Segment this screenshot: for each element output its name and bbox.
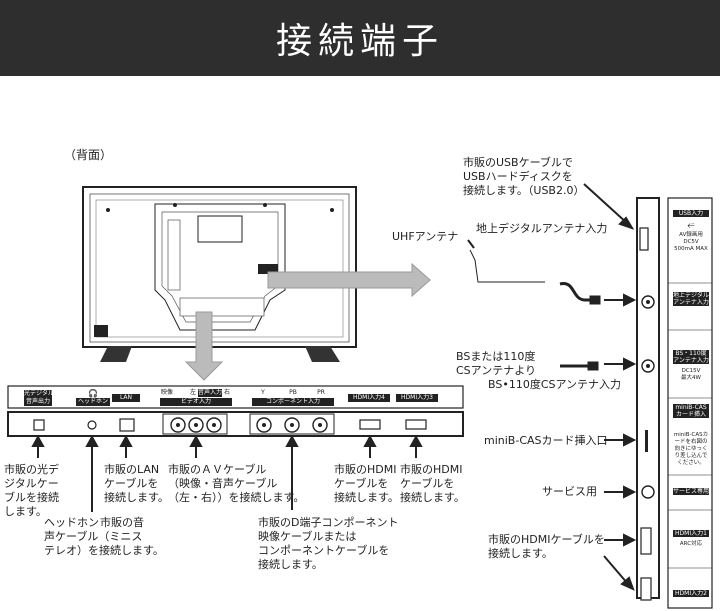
hdmi3-note-1: 市販のHDMI <box>400 463 463 476</box>
component-input-label: コンポーネント入力 <box>252 398 334 406</box>
hdmi4-note-3: 接続します。 <box>334 491 399 504</box>
side-hdmi1-sub: ARC対応 <box>679 541 703 547</box>
optical-note-2: ジタルケー <box>4 477 59 490</box>
usb-note-line1: 市販のUSBケーブルで <box>463 156 573 169</box>
service-port-label: サービス用 <box>542 485 597 498</box>
optical-label-1: 光デジタル <box>24 390 54 398</box>
bs-note-line2: CSアンテナより <box>456 364 537 377</box>
headphone-note-cont: 市販の音 <box>100 516 144 529</box>
gray-arrow-right <box>267 262 431 298</box>
audio-input-label: 音声入力 <box>198 389 223 397</box>
bottom-terminal-panel <box>7 411 464 437</box>
bs-note-line1: BSまたは110度 <box>456 350 536 363</box>
side-hdmi1: HDMI入力1 <box>673 530 709 537</box>
av-note-3: （左・右））を接続します。 <box>168 491 305 504</box>
side-terrestrial-2: アンテナ入力 <box>673 299 709 306</box>
headphone-note-2: 声ケーブル（ミニス <box>44 530 143 543</box>
optical-label-2: 音声出力 <box>24 398 52 406</box>
hdmi3-note-2: ケーブルを <box>400 477 455 490</box>
side-cas-spec-5: ください。 <box>677 460 705 466</box>
side-bs-title-2: アンテナ入力 <box>673 357 709 364</box>
usb-note-line2: USBハードディスクを <box>463 170 573 183</box>
hdmi-note-line1: 市販のHDMIケーブルを <box>488 533 605 546</box>
side-usb-spec-3: 500mA MAX <box>674 246 708 252</box>
video-label: 映像 <box>160 389 173 396</box>
side-cas-spec-4: り差し込んで <box>674 453 708 459</box>
av-note-2: （映像・音声ケーブル <box>168 477 278 490</box>
side-bs-spec-1: DC15V <box>681 368 701 374</box>
side-usb-title: USB入力 <box>673 210 709 217</box>
component-note-4: 接続します。 <box>258 558 323 571</box>
side-usb-spec-1: AV録画用 <box>679 232 703 238</box>
side-hdmi2: HDMI入力2 <box>673 590 709 597</box>
optical-note-4: します。 <box>4 505 47 518</box>
usb-icon: ⭁ <box>687 221 695 231</box>
headphone-icon: 🎧 <box>88 389 98 398</box>
side-cas-spec-3: 向きにゆっく <box>674 446 708 452</box>
component-y-label: Y <box>261 389 265 396</box>
component-note-1: 市販のD端子コンポーネント <box>258 516 399 529</box>
lan-label: LAN <box>112 394 140 402</box>
side-usb-spec-2: DC5V <box>683 239 699 245</box>
left-label: 左 <box>189 389 196 396</box>
headphone-note-3: テレオ）を接続します。 <box>44 544 164 557</box>
rear-label: （背面） <box>64 148 113 162</box>
hdmi4-label: HDMI入力4 <box>348 394 390 402</box>
side-terminal-panel <box>636 197 660 601</box>
side-cas-spec-1: miniB-CASカ <box>673 432 709 438</box>
cas-slot-label: miniB-CASカード挿入口 <box>484 434 608 447</box>
component-pb-label: PB <box>289 389 297 396</box>
side-service: サービス専用 <box>673 488 710 495</box>
side-cas-title-2: カード挿入 <box>673 411 709 418</box>
hdmi3-label: HDMI入力3 <box>396 394 438 402</box>
video-input-label: ビデオ入力 <box>160 398 232 406</box>
side-cas-spec-2: ードを右図の <box>674 439 708 445</box>
optical-note-3: ブルを接続 <box>4 491 59 504</box>
bs-input-label: BS•110度CSアンテナ入力 <box>488 378 622 391</box>
page-title: 接続端子 <box>0 0 720 76</box>
hdmi-note-line2: 接続します。 <box>488 547 553 560</box>
terrestrial-input-label: 地上デジタルアンテナ入力 <box>476 222 608 235</box>
av-note-1: 市販のＡＶケーブル <box>168 463 267 476</box>
uhf-antenna-label: UHFアンテナ <box>392 230 459 243</box>
headphone-note-1: ヘッドホン <box>44 516 99 529</box>
component-note-3: コンポーネントケーブルを <box>258 544 390 557</box>
hdmi4-note-1: 市販のHDMI <box>334 463 397 476</box>
right-label: 右 <box>223 389 230 396</box>
side-bs-spec-2: 最大4W <box>681 375 701 381</box>
lan-note-1: 市販のLAN <box>104 463 160 476</box>
component-note-2: 映像ケーブルまたは <box>258 530 357 543</box>
optical-note-1: 市販の光デ <box>4 463 59 476</box>
lan-note-3: 接続します。 <box>104 491 169 504</box>
lan-note-2: ケーブルを <box>104 477 159 490</box>
side-terrestrial-1: 地上デジタル <box>673 292 709 299</box>
side-label-strip <box>667 197 713 609</box>
antenna-cable <box>467 239 601 371</box>
bottom-label-strip <box>7 385 464 409</box>
tv-rear-illustration <box>82 186 357 362</box>
gray-arrow-down <box>184 311 224 381</box>
component-pr-label: PR <box>317 389 325 396</box>
usb-note-line3: 接続します。（USB2.0） <box>463 184 585 197</box>
hdmi3-note-3: 接続します。 <box>400 491 465 504</box>
headphone-label: ヘッドホン <box>76 398 110 406</box>
hdmi4-note-2: ケーブルを <box>334 477 389 490</box>
side-cas-title-1: miniB-CAS <box>673 404 709 411</box>
